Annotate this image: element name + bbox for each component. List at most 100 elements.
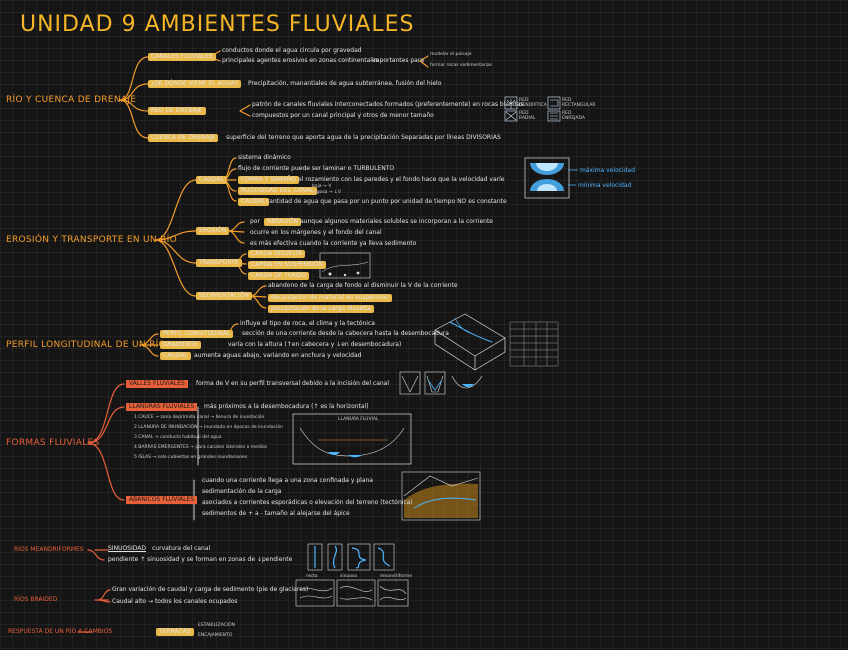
label-llanuras: LLANURAS FLUVIALES — [126, 403, 198, 411]
text-max-velocidad: máxima velocidad — [580, 167, 636, 174]
label-red-drenaje: RED DE DRENAJE — [148, 107, 206, 115]
text-canales-1: conductos donde el agua circula por grav… — [222, 47, 362, 54]
text-valles: forma de V en su perfil transversal debi… — [196, 380, 390, 387]
text-erosion-por: por — [250, 218, 260, 225]
text-perfil-influye: influye el tipo de roca, el clima y la t… — [240, 320, 375, 327]
page-title: UNIDAD 9 AMBIENTES FLUVIALES — [20, 12, 415, 37]
text-caudal-1: sistema dinámico — [238, 154, 291, 161]
text-canales-3: modelar el paisaje — [430, 52, 472, 57]
text-llanura-i5: 5 ISLAS → solo cubiertas en grandes inun… — [134, 455, 248, 460]
alluvial-fan-diagram — [401, 471, 481, 521]
meander-icons — [307, 543, 395, 571]
label-abanicos: ABANICOS FLUVIALES — [126, 496, 198, 504]
text-erosion-abrasion: ABRASIÓN — [264, 218, 302, 226]
text-llanura-i3: 3 CANAL → conducto habitual del agua — [134, 435, 222, 440]
braided-diagrams — [295, 579, 409, 607]
text-red-rectangular: RED RECTANGULAR — [562, 98, 596, 108]
text-braided-2: Caudal alto → todos los canales ocupados — [112, 598, 238, 605]
text-estabilizacion: ESTABILIZACIÓN — [198, 623, 235, 628]
longitudinal-profile-diagram — [434, 313, 506, 371]
section-heading-perfil: PERFIL LONGITUDINAL DE UN RÍO — [6, 340, 166, 350]
label-cuenca-drenaje: CUENCA DE DRENAJE — [148, 134, 219, 142]
text-erosion-1c: aunque algunos materiales solubles se in… — [300, 218, 493, 225]
text-carga-fondo: CARGA DE FONDO — [248, 272, 310, 280]
label-de-donde-viene: ¿DE DÓNDE VIENE EL AGUA? — [148, 80, 241, 88]
section-heading-rio-cuenca: RÍO Y CUENCA DE DRENAJE — [6, 95, 137, 105]
text-meandro-recto: recto — [306, 574, 318, 579]
branch-line — [87, 406, 125, 444]
section-heading-formas: FORMAS FLUVIALES — [6, 438, 100, 448]
valley-diagrams — [399, 371, 483, 395]
label-erosion: EROSIÓN — [196, 227, 230, 235]
branch-line — [119, 83, 149, 101]
text-caudal-rugosidad: RUGOSIDAD DEL CANAL — [238, 187, 317, 195]
text-caudal-rugosa: rugosa → ↓V — [312, 190, 341, 195]
section-heading-respuesta: RESPUESTA DE UN RÍO A CAMBIOS — [8, 628, 113, 635]
text-min-velocidad: mínima velocidad — [578, 182, 632, 189]
text-encajamiento: ENCAJAMIENTO — [198, 633, 233, 638]
text-meandro-meandriforme: meandriforme — [380, 574, 412, 579]
branch-line — [87, 442, 125, 501]
profile-table — [509, 321, 559, 367]
text-red-2: compuestos por un canal principal y otro… — [252, 112, 434, 119]
text-canales-2: principales agentes erosivos en zonas co… — [222, 57, 379, 64]
text-caudal-5a: CAUDAL — [238, 198, 269, 206]
branch-line — [119, 56, 149, 101]
text-erosion-3: es más efectiva cuando la corriente ya l… — [250, 240, 417, 247]
text-canales-4: formar rocas sedimentarias — [430, 63, 492, 68]
text-red-1: patrón de canales fluviales interconecta… — [252, 101, 524, 108]
text-caudal-baja: baja → V — [312, 184, 332, 189]
text-sed-3: precipitación de la carga disuelta — [268, 305, 374, 313]
text-sed-2: decantación de material en suspensión — [268, 294, 393, 302]
section-heading-erosion: EROSIÓN Y TRANSPORTE EN UN RÍO — [6, 235, 178, 245]
text-carga-disuelta: CARGA DISUELTA — [248, 250, 306, 258]
branch-line — [154, 230, 197, 241]
label-valles: VALLES FLUVIALES — [126, 380, 188, 388]
text-llanura-i1: 1 CAUCE → zona deprimida canal → llenura… — [134, 415, 265, 420]
trellis-icon — [547, 110, 561, 122]
text-caudal-forma: FORMA Y TAMAÑO — [238, 176, 299, 184]
text-red-radial: RED RADIAL — [519, 111, 536, 121]
section-heading-meandriformes: RÍOS MEANDRIFORMES — [14, 546, 84, 553]
text-sed-1: abandono de la carga de fondo al disminu… — [268, 282, 458, 289]
velocity-diagram — [524, 157, 578, 199]
branch-line — [119, 99, 149, 139]
text-gradiente: varía con la altura (↑en cabecera y ↓en … — [228, 341, 402, 348]
text-carga-suspension: CARGA EN SUSPENSIÓN — [248, 261, 327, 269]
section-heading-braided: RÍOS BRAIDED — [14, 596, 58, 603]
label-caudal: CAUDAL — [196, 176, 227, 184]
radial-icon — [504, 110, 518, 122]
text-llanura-i2: 2 LLANURA DE INUNDACIÓN → inundada en ép… — [134, 425, 283, 430]
text-abanicos-1: cuando una corriente llega a una zona co… — [202, 477, 373, 484]
branch-line — [87, 383, 125, 444]
text-meandro-pendiente: pendiente ↑ sinuosidad y se forman en zo… — [108, 556, 293, 563]
label-sinuosidad: SINUOSIDAD — [108, 545, 146, 552]
text-caudal-3b: el rozamiento con las paredes y el fondo… — [298, 176, 505, 183]
text-braided-1: Gran variación de caudal y carga de sedi… — [112, 586, 309, 593]
text-perfil-1: sección de una corriente desde la cabece… — [242, 330, 449, 337]
text-canales-2b: importantes para — [372, 57, 424, 64]
label-caudal-perfil: CAUDAL — [160, 352, 191, 360]
text-meandro-sinuoso: sinuoso — [340, 574, 358, 579]
label-perfil-longitudinal: PERFIL LONGITUDINAL — [160, 330, 234, 338]
text-red-dendritica: RED DENDRÍTICA — [519, 98, 547, 108]
text-abanicos-3: asociados a corrientes esporádicas o ele… — [202, 499, 413, 506]
text-caudal-2: flujo de corriente puede ser laminar o T… — [238, 165, 395, 172]
text-caudal-perfil: aumenta aguas abajo, variando en anchura… — [194, 352, 362, 359]
branch-line — [154, 239, 197, 297]
label-canales-fluviales: CANALES FLUVIALES — [148, 53, 216, 61]
label-transporte: TRANSPORTE — [196, 259, 242, 267]
text-red-enrejada: RED ENREJADA — [562, 111, 585, 121]
branch-line — [154, 179, 197, 241]
text-cuenca: superficie del terreno que aporta agua d… — [226, 134, 501, 141]
transport-diagram — [319, 252, 371, 279]
text-caudal-5b: cantidad de agua que pasa por un punto p… — [266, 198, 507, 205]
text-erosion-2: ocurre en los márgenes y el fondo del ca… — [250, 229, 382, 236]
text-llanura-diagram-label: LLANURA FLUVIAL — [338, 417, 379, 422]
text-agua-origen: Precipitación, manantiales de agua subte… — [248, 80, 442, 87]
text-llanuras: más próximos a la desembocadura (↑ es la… — [204, 403, 369, 410]
floodplain-diagram — [292, 413, 412, 465]
text-llanura-i4: 4 BARRAS EMERGENTES → para canales later… — [134, 445, 268, 450]
